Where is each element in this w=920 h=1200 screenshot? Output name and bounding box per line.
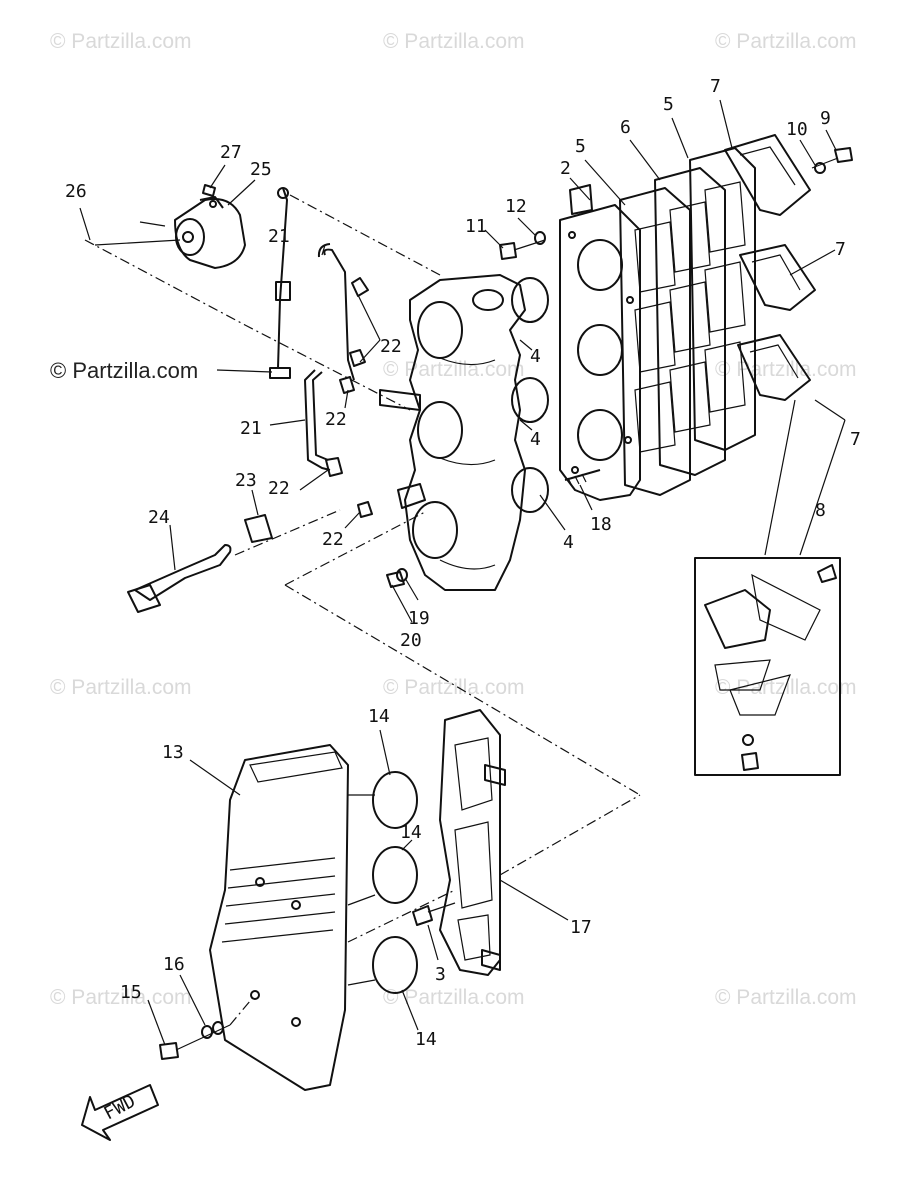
watermark: © Partzilla.com — [383, 358, 525, 381]
fwd-label: FWD — [100, 1091, 139, 1125]
callout-label: 22 — [322, 529, 344, 550]
callout-label: 4 — [530, 346, 541, 367]
callout-label: 18 — [590, 514, 612, 535]
nut-part — [386, 571, 405, 588]
silencer-gasket — [439, 709, 506, 976]
bolt-part — [159, 1042, 179, 1060]
callout-label: 19 — [408, 608, 430, 629]
watermark: © Partzilla.com — [50, 676, 192, 699]
linkage-rod — [269, 187, 291, 379]
callout-label: 21 — [240, 418, 262, 439]
callout-label: 6 — [620, 117, 631, 138]
watermark: © Partzilla.com — [715, 30, 857, 53]
callout-label: 14 — [400, 822, 422, 843]
clip-part — [339, 376, 355, 394]
callout-label: 27 — [220, 142, 242, 163]
washer-part — [396, 568, 408, 582]
callout-label: 2 — [560, 158, 571, 179]
washer-part — [212, 1021, 224, 1035]
seal-part — [372, 771, 418, 829]
callout-label: 11 — [465, 216, 487, 237]
bolt-part — [499, 242, 517, 260]
washer-part — [534, 231, 546, 245]
clip-part — [325, 457, 343, 477]
callout-label: 7 — [850, 429, 861, 450]
callout-label: 26 — [65, 181, 87, 202]
callout-label: 14 — [415, 1029, 437, 1050]
cable-part — [134, 544, 232, 601]
silencer-cover — [209, 744, 349, 1091]
clip-part — [357, 501, 373, 518]
washer-part — [814, 162, 826, 174]
callout-label: 14 — [368, 706, 390, 727]
connector-part — [244, 514, 273, 543]
callout-label: 22 — [325, 409, 347, 430]
reed-block — [739, 244, 816, 311]
callout-label: 12 — [505, 196, 527, 217]
callout-label: 4 — [563, 532, 574, 553]
callout-label: 22 — [380, 336, 402, 357]
callout-label: 20 — [400, 630, 422, 651]
callout-label: 7 — [835, 239, 846, 260]
callout-label: 10 — [786, 119, 808, 140]
callout-label: 3 — [435, 964, 446, 985]
callout-label: 21 — [268, 226, 290, 247]
reed-detail-box — [694, 557, 841, 776]
watermark: © Partzilla.com — [715, 986, 857, 1009]
callout-label: 25 — [250, 159, 272, 180]
callout-label: 9 — [820, 108, 831, 129]
clip-part — [351, 277, 369, 297]
intake-manifold — [379, 274, 549, 591]
watermark: © Partzilla.com — [383, 30, 525, 53]
washer-part — [201, 1025, 213, 1039]
callout-label: 8 — [815, 500, 826, 521]
watermark: © Partzilla.com — [50, 986, 192, 1009]
seal-part — [372, 846, 418, 904]
callout-label: 15 — [120, 982, 142, 1003]
reed-block — [737, 334, 811, 401]
watermark: © Partzilla.com — [383, 676, 525, 699]
watermark-strong: © Partzilla.com — [50, 358, 198, 383]
callout-label: 16 — [163, 954, 185, 975]
callout-label: 23 — [235, 470, 257, 491]
reed-valve-plate — [559, 184, 641, 501]
callout-label: 24 — [148, 507, 170, 528]
callout-label: 13 — [162, 742, 184, 763]
callout-label: 7 — [710, 76, 721, 97]
bolt-part — [412, 905, 433, 926]
hose-lower — [304, 369, 331, 471]
callout-label: 17 — [570, 917, 592, 938]
watermark: © Partzilla.com — [715, 358, 857, 381]
callout-label: 22 — [268, 478, 290, 499]
callout-label: 5 — [663, 94, 674, 115]
hose-upper — [317, 243, 355, 381]
clip-part — [349, 349, 366, 367]
seal-part — [372, 936, 418, 994]
callout-label: 4 — [530, 429, 541, 450]
watermark: © Partzilla.com — [50, 30, 192, 53]
watermark: © Partzilla.com — [383, 986, 525, 1009]
solenoid-part — [94, 184, 246, 269]
reed-block — [724, 134, 811, 216]
gasket-part — [689, 147, 756, 451]
fwd-arrow: FWD — [81, 1084, 159, 1141]
callout-label: 5 — [575, 136, 586, 157]
screw-part — [834, 147, 853, 163]
